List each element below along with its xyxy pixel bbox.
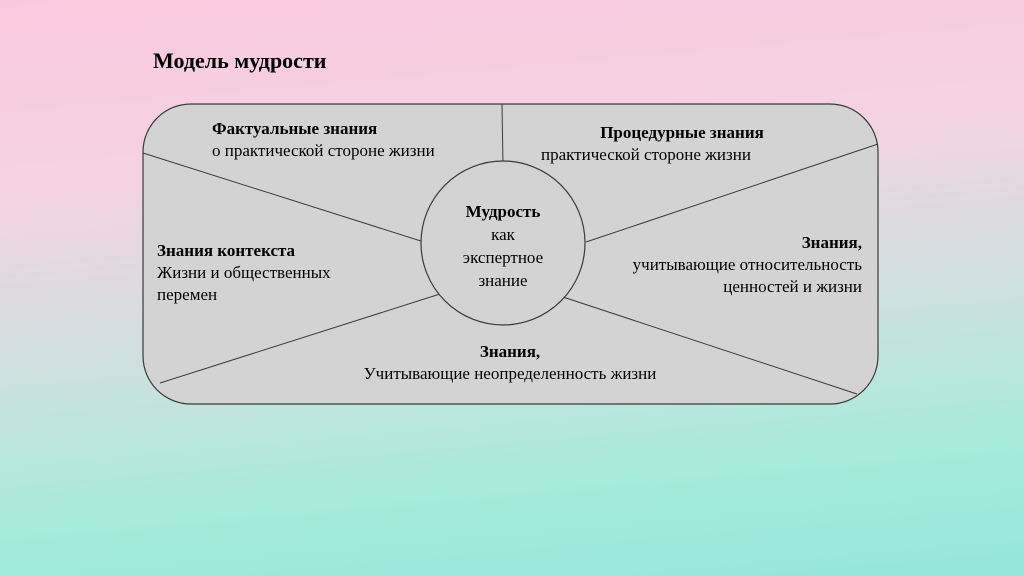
- sector-uncertainty-text: Учитывающие неопределенность жизни: [363, 364, 657, 383]
- sector-context: Знания контекста Жизни и общественных пе…: [157, 240, 331, 306]
- sector-relativism-line-2: ценностей и жизни: [723, 277, 862, 296]
- sector-procedural-heading: Процедурные знания: [600, 123, 764, 142]
- divider-top: [501, 103, 504, 167]
- sector-factual: Фактуальные знания о практической сторон…: [212, 118, 435, 162]
- divider-lower-right: [562, 296, 858, 395]
- center-circle: [420, 160, 586, 326]
- sector-relativism: Знания, учитывающие относительность ценн…: [633, 232, 862, 298]
- sector-uncertainty: Знания, Учитывающие неопределенность жиз…: [310, 341, 710, 385]
- sector-procedural: Процедурные знания практической стороне …: [541, 122, 823, 166]
- center-label: Мудрость как экспертное знание: [420, 200, 586, 292]
- sector-context-heading: Знания контекста: [157, 241, 296, 260]
- center-line-3: экспертное: [462, 248, 544, 267]
- divider-upper-left: [142, 152, 425, 243]
- sector-relativism-heading: Знания,: [801, 233, 862, 252]
- sector-relativism-line-1: учитывающие относительность: [632, 255, 862, 274]
- center-line-4: знание: [478, 271, 528, 290]
- page-title: Модель мудрости: [153, 48, 327, 73]
- sector-procedural-text: практической стороне жизни: [541, 145, 751, 164]
- sector-uncertainty-heading: Знания,: [479, 342, 541, 361]
- divider-lower-left: [159, 293, 441, 384]
- center-heading: Мудрость: [465, 202, 541, 221]
- sector-context-line-2: перемен: [157, 285, 218, 304]
- sector-factual-heading: Фактуальные знания: [212, 119, 378, 138]
- divider-upper-right: [585, 143, 879, 243]
- center-line-2: как: [491, 225, 515, 244]
- sector-context-line-1: Жизни и общественных: [157, 263, 331, 282]
- sector-factual-text: о практической стороне жизни: [212, 141, 435, 160]
